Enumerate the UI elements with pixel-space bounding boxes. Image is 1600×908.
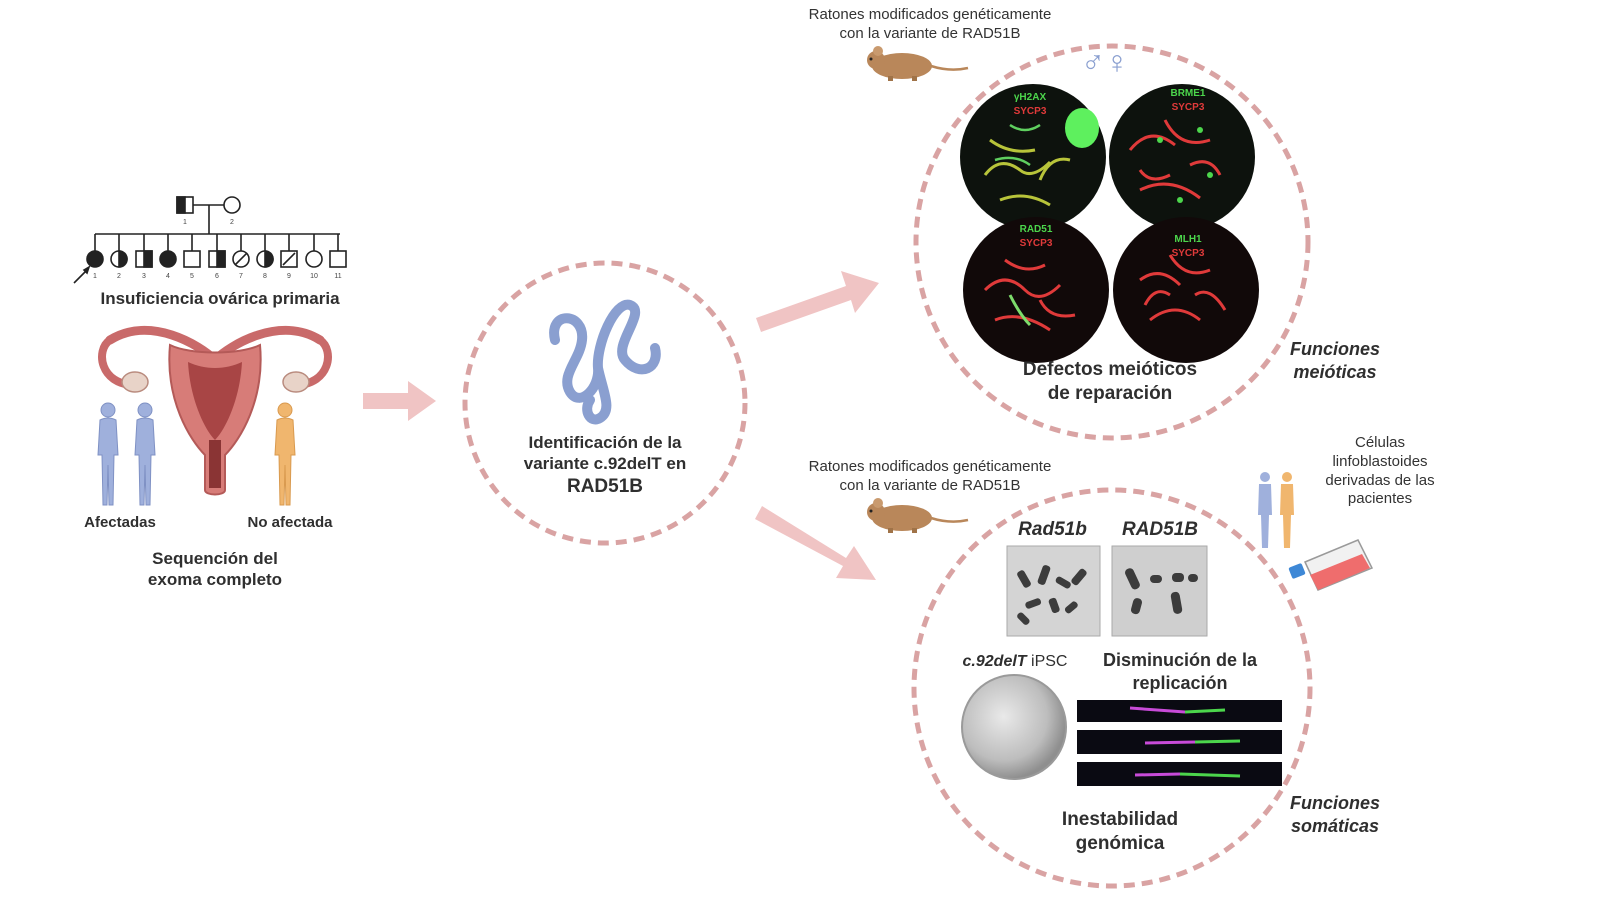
culture-flask-icon [1288,539,1374,591]
method-line: exoma completo [147,570,283,590]
instability-label: Inestabilidad genómica [1040,808,1200,856]
replication-label: Disminución de la replicación [1075,649,1285,694]
pedigree-number: 6 [215,273,219,280]
pedigree-number: 5 [190,273,194,280]
bottom-dashed-circle [911,487,1313,889]
pedigree-number: 8 [263,273,267,280]
patient-figures [1258,472,1294,548]
arrow-to-center [363,381,436,421]
pedigree-number: 4 [166,273,170,280]
micrograph-label-green: MLH1 [1174,234,1202,245]
micrograph-label-green: BRME1 [1170,88,1205,99]
center-dashed-circle [462,260,748,546]
sex-symbols-icon: ♂♀ [1081,44,1129,80]
center-line: variante c.92delT en [523,454,687,474]
arrow-to-top [756,271,879,332]
ipsc-label-suffix: iPSC [1026,653,1068,670]
uterus-illustration [98,325,332,496]
instability-line: Inestabilidad [1061,809,1179,830]
micrograph-panel [960,84,1106,230]
ipsc-colony-image [961,674,1067,780]
pedigree-number: 10 [310,273,318,280]
micrograph-label-red: SYCP3 [1020,238,1053,249]
pedigree-number: 11 [334,273,341,280]
function-label-line: meióticas [1293,361,1377,382]
micrograph-label-red: SYCP3 [1172,248,1205,259]
pedigree-number: 2 [117,273,121,280]
unaffected-woman-figure [274,402,296,506]
center-caption: Identificación de la variante c.92delT e… [495,432,715,498]
micrograph-label-red: SYCP3 [1172,102,1205,113]
pedigree-number: 1 [93,273,97,280]
cells-caption: Células linfoblastoides derivadas de las… [1315,434,1445,509]
top-dashed-circle [913,43,1311,441]
micrograph-panel [1113,217,1259,363]
function-label-line: Funciones [1289,339,1380,359]
mouse-caption-line: con la variante de RAD51B [839,24,1021,42]
mouse-icon [867,498,969,533]
affected-women-figures [97,402,156,506]
pedigree-number: 2 [230,219,234,226]
cells-caption-line: derivadas de las [1325,471,1435,489]
pedigree-number: 1 [183,219,187,226]
karyotype-label-human: RAD51B [1121,519,1199,540]
replication-line: replicación [1132,672,1228,693]
cells-caption-line: pacientes [1347,490,1413,508]
micrograph-label-green: γH2AX [1014,92,1047,103]
mouse-caption-top: Ratones modificados genéticamente con la… [770,6,1090,44]
center-gene-label: RAD51B [566,475,644,497]
mouse-caption-line: con la variante de RAD51B [839,476,1021,494]
meiotic-functions-label: Funciones meióticas [1270,338,1400,383]
function-label-line: Funciones [1289,793,1380,813]
top-caption-line: Defectos meióticos [1022,359,1198,380]
micrograph-panel [1109,84,1255,230]
method-line: Sequención del [152,549,278,568]
somatic-functions-label: Funciones somáticas [1270,792,1400,837]
karyotype-image-human [1111,545,1208,637]
cells-caption-line: Células [1354,434,1406,451]
cells-caption-line: linfoblastoides [1332,452,1428,470]
micrograph-panel [963,217,1109,363]
protein-icon [549,299,661,425]
method-label: Sequención del exoma completo [110,548,320,591]
micrograph-labels: γH2AX SYCP3 BRME1 SYCP3 RAD51 SYCP3 MLH1… [1014,88,1206,259]
pedigree-number: 9 [287,273,291,280]
micrograph-label-red: SYCP3 [1014,106,1047,117]
mouse-caption-bottom: Ratones modificados genéticamente con la… [770,458,1090,496]
top-caption-line: de reparación [1047,382,1173,404]
ipsc-label-variant: c.92delT [962,653,1027,670]
pedigree-number: 3 [142,273,146,280]
mouse-caption-line: Ratones modificados genéticamente [808,458,1052,475]
ipsc-label: c.92delT iPSC [945,652,1085,672]
condition-label: Insuficiencia ovárica primaria [100,289,340,308]
mouse-caption-line: Ratones modificados genéticamente [808,6,1052,23]
top-caption: Defectos meióticos de reparación [1000,358,1220,406]
mouse-icon [867,46,969,81]
karyotype-image-mouse [1006,545,1101,637]
dna-fiber-images [1077,700,1282,786]
karyotype-label-mouse: Rad51b [1018,519,1087,540]
unaffected-label: No afectada [247,514,333,531]
micrograph-label-green: RAD51 [1020,224,1053,235]
pedigree-chart [73,196,347,284]
center-line: Identificación de la [528,433,682,452]
instability-line: genómica [1075,832,1165,854]
arrow-to-bottom [755,506,876,580]
function-label-line: somáticas [1290,815,1380,836]
affected-label: Afectadas [84,514,156,531]
pedigree-number: 7 [239,273,243,280]
pedigree-numbers: 1 2 1 2 3 4 5 6 7 8 9 10 11 [93,219,342,280]
replication-line: Disminución de la [1102,650,1258,670]
